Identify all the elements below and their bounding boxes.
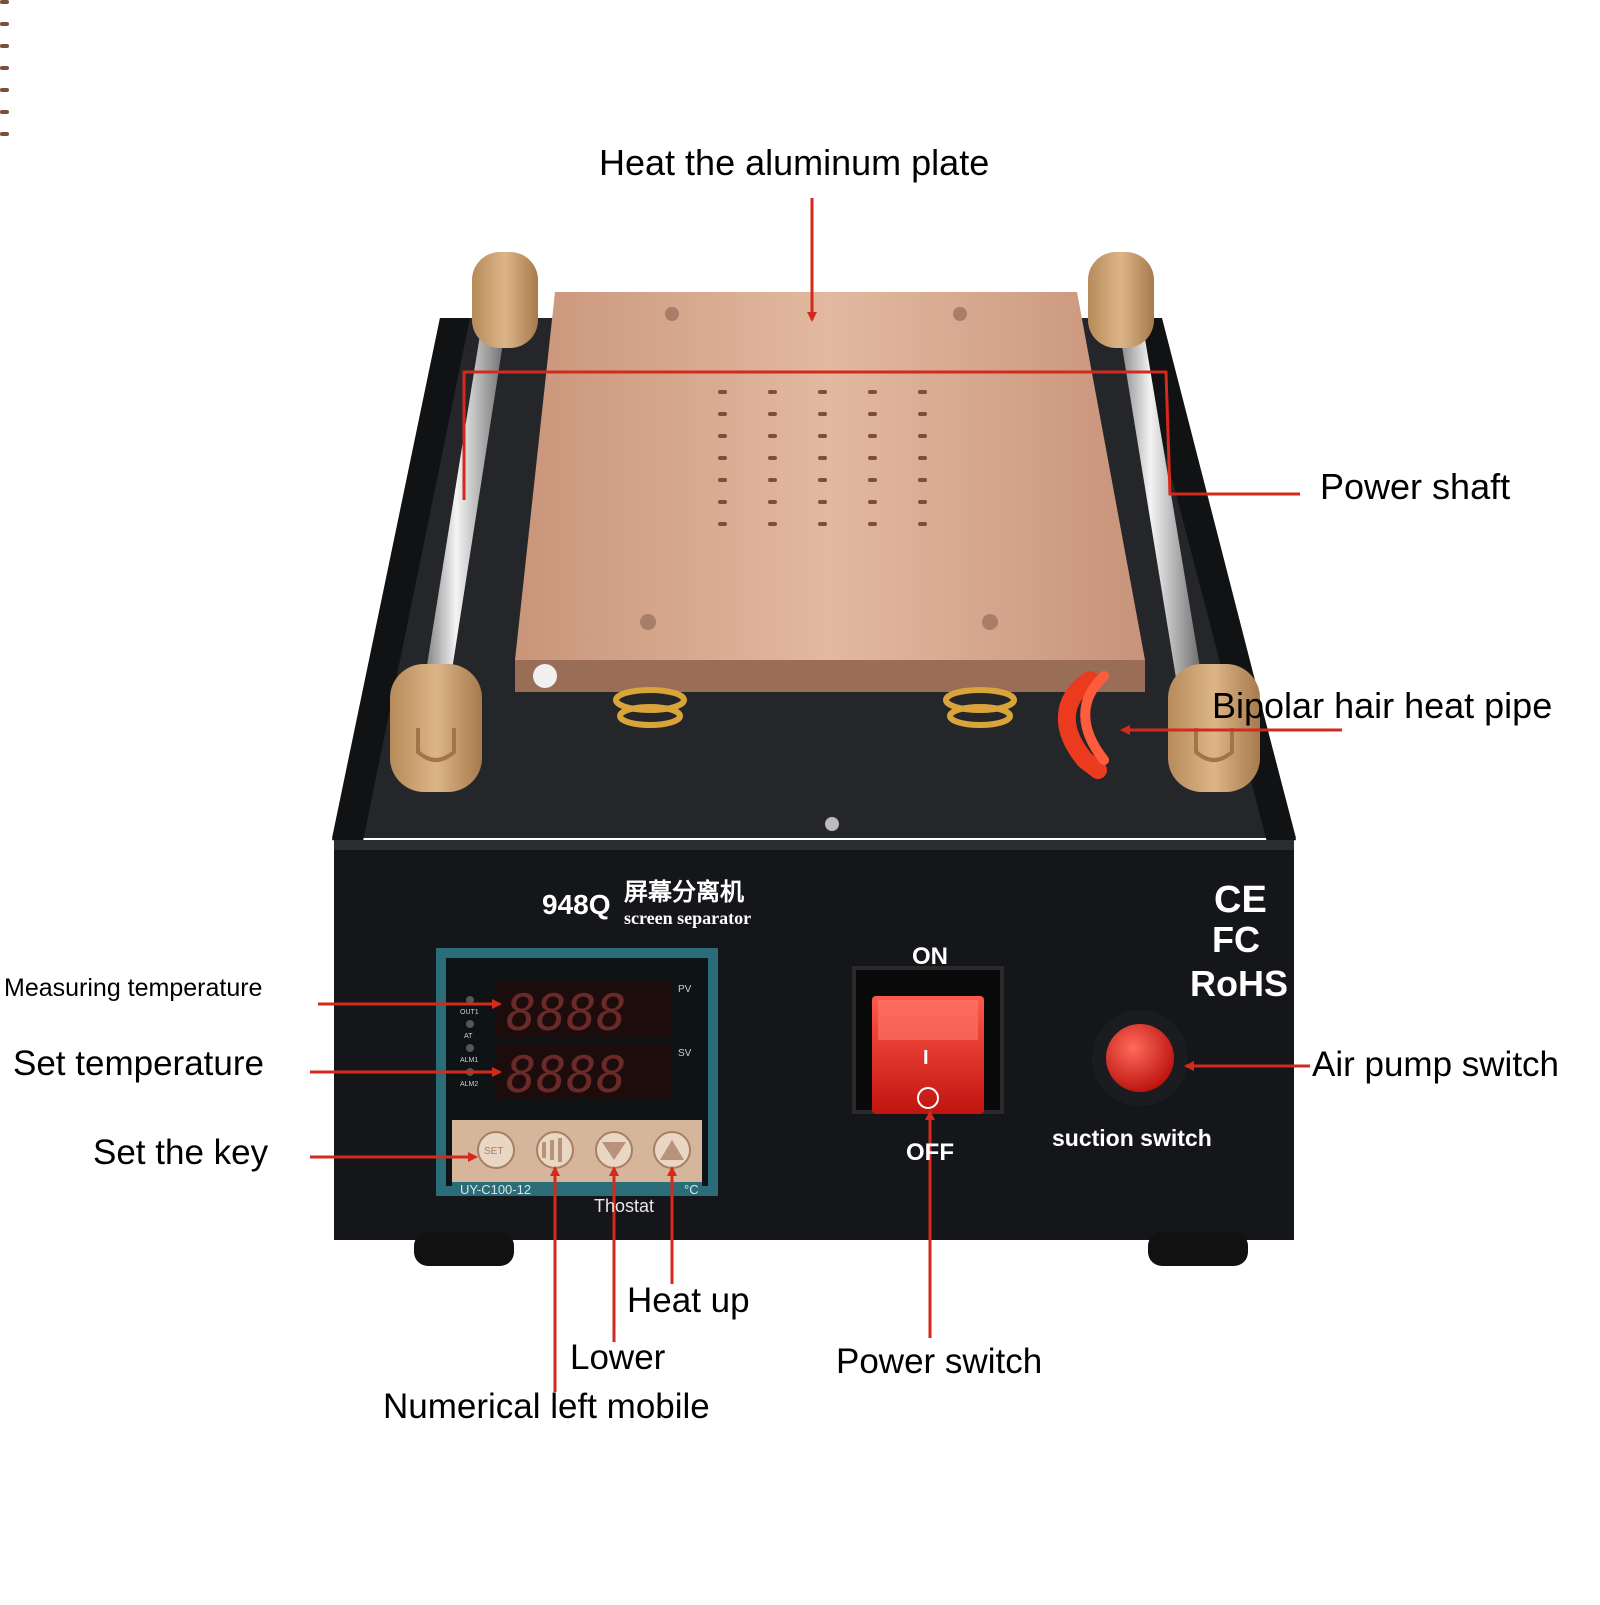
foot-right: [1148, 1232, 1248, 1266]
rod-right: [1112, 285, 1208, 715]
pv-readout: 8888: [506, 984, 626, 1042]
suction-holes: [0, 0, 927, 526]
aluminum-plate: [515, 292, 1145, 660]
indicator-at: AT: [464, 1033, 473, 1040]
sv-display: [496, 1044, 672, 1100]
pv-display: [496, 982, 672, 1038]
switch-i-label: I: [923, 1047, 929, 1069]
callout-power-shaft: Power shaft: [1320, 466, 1511, 507]
model-name-cn: 屏幕分离机: [624, 878, 744, 906]
cap-front-left: [390, 664, 482, 792]
controller-brand: Thostat: [594, 1196, 654, 1216]
spring-right: [943, 687, 1017, 728]
ce-mark: CE: [1214, 879, 1267, 921]
pv-label: PV: [678, 984, 692, 995]
callout-set-temp: Set temperature: [13, 1044, 264, 1083]
set-key: [477, 1131, 515, 1169]
sv-label: SV: [678, 1048, 692, 1059]
arrow-power-shaft: [462, 370, 1300, 500]
indicator-alm1: ALM1: [460, 1057, 478, 1064]
switch-on-label: ON: [912, 943, 948, 970]
heat-pipe: [1057, 671, 1107, 779]
rohs-mark: RoHS: [1190, 963, 1288, 1004]
fc-mark: FC: [1212, 919, 1260, 960]
indicator-alm2: ALM2: [460, 1081, 478, 1088]
model-number: 948Q: [542, 889, 611, 920]
callout-air-pump: Air pump switch: [1312, 1045, 1560, 1084]
callout-measuring-temp: Measuring temperature: [4, 974, 263, 1002]
suction-switch-label: suction switch: [1052, 1125, 1212, 1151]
callout-heat-pipe: Bipolar hair heat pipe: [1212, 685, 1553, 726]
model-name-en: screen separator: [624, 908, 751, 928]
callout-lower: Lower: [570, 1338, 666, 1377]
callout-heat-plate: Heat the aluminum plate: [599, 142, 990, 183]
callout-heat-up: Heat up: [627, 1281, 750, 1320]
controller-model: UY-C100-12: [460, 1182, 531, 1197]
set-key-label: SET: [484, 1146, 503, 1157]
callout-numerical-left: Numerical left mobile: [383, 1387, 710, 1426]
body-side-left: [332, 318, 470, 846]
switch-off-label: OFF: [906, 1139, 954, 1166]
cap-back-left: [472, 252, 538, 348]
callout-set-key: Set the key: [93, 1133, 269, 1172]
indicator-out1: OUT1: [460, 1009, 479, 1016]
spring-left: [613, 687, 687, 728]
air-pump-button: [1106, 1024, 1174, 1092]
cap-front-right: [1168, 664, 1260, 792]
controller-unit: °C: [684, 1182, 699, 1197]
cap-back-right: [1088, 252, 1154, 348]
sv-readout: 8888: [506, 1046, 626, 1104]
callout-power-switch: Power switch: [836, 1342, 1043, 1381]
foot-left: [414, 1232, 514, 1266]
